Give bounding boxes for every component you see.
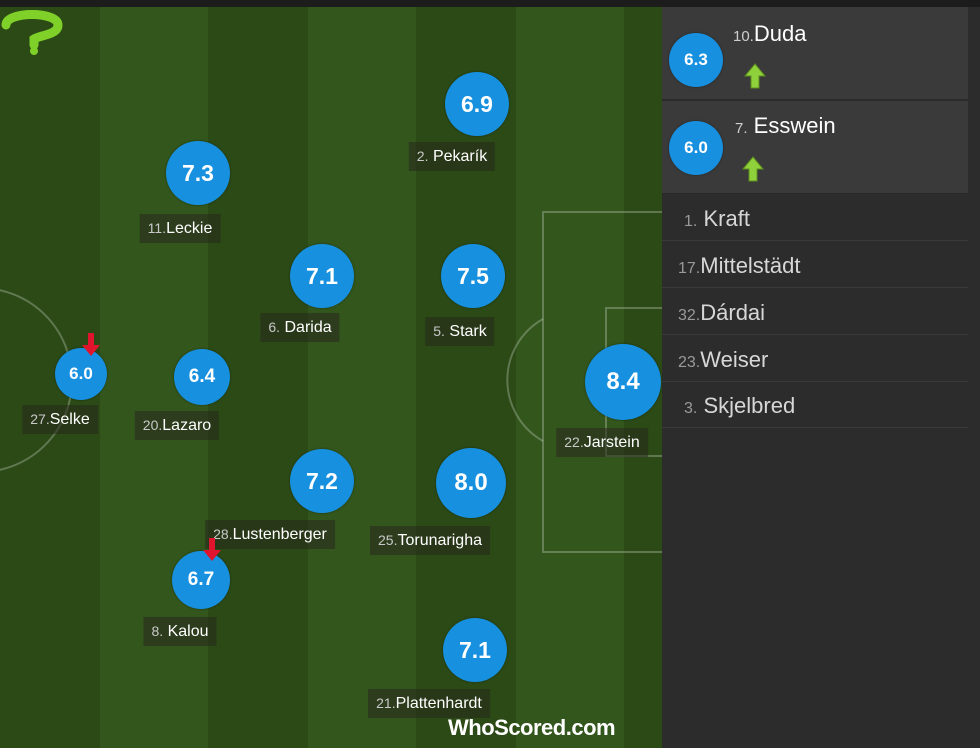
whoscored-logo-icon (1, 10, 63, 55)
player-name: Lazaro (162, 417, 212, 434)
rating-bubble: 6.7 (172, 551, 230, 609)
player-name: Dárdai (700, 300, 766, 325)
bench-player: 32.Dárdai (678, 300, 765, 326)
player-name: Plattenhardt (395, 695, 482, 712)
player-number: 25. (378, 532, 398, 548)
player-name: Kraft (703, 206, 750, 231)
rating-bubble: 6.9 (445, 72, 509, 136)
rating-bubble: 8.0 (436, 448, 506, 518)
rating-bubble: 6.0 (669, 121, 723, 175)
brand-name: WhoScored (448, 715, 566, 740)
player-number: 27. (30, 411, 50, 427)
bench-player: 23.Weiser (678, 347, 768, 373)
player-number: 11. (147, 220, 167, 236)
player-nameplate: 27.Selke (22, 405, 98, 434)
rating-bubble: 8.4 (585, 344, 661, 420)
player-name: Pekarík (432, 148, 488, 165)
player-name: Jarstein (583, 434, 640, 451)
bench-row[interactable]: 3. Skjelbred (662, 381, 968, 428)
bench-row[interactable]: 32.Dárdai (662, 288, 968, 335)
player-number: 3. (684, 400, 698, 417)
whoscored-brand: WhoScored.com (448, 715, 616, 741)
player-number: 21. (376, 695, 396, 711)
substitute-row[interactable]: 6.3 10.Duda (662, 7, 968, 100)
player-number: 1. (684, 213, 698, 230)
player-nameplate: 5. Stark (425, 317, 495, 346)
player-name: Darida (284, 319, 332, 336)
player-number: 5. (433, 323, 445, 339)
player-nameplate: 2. Pekarík (408, 142, 496, 171)
player-name: Leckie (166, 220, 213, 237)
player-number: 10. (733, 28, 754, 45)
rating-bubble: 7.5 (441, 244, 505, 308)
player-nameplate: 25.Torunarigha (370, 526, 490, 555)
player-number: 2. (416, 148, 429, 164)
substitutes-panel: 6.3 10.Duda 6.0 7. Esswein 1. Kraft 17.M… (662, 7, 980, 748)
player-number: 6. (268, 319, 281, 335)
player-number: 7. (735, 120, 748, 137)
player-name: Mittelstädt (700, 253, 801, 278)
player-name: Skjelbred (703, 393, 796, 418)
player-number: 20. (142, 417, 163, 433)
rating-bubble: 7.1 (443, 618, 507, 682)
rating-bubble: 7.2 (290, 449, 354, 513)
bench-row[interactable]: 23.Weiser (662, 335, 968, 382)
player-nameplate: 8. Kalou (143, 617, 217, 646)
player-name: Weiser (700, 347, 769, 372)
substitute-row[interactable]: 6.0 7. Esswein (662, 101, 968, 194)
player-number: 22. (564, 434, 584, 450)
player-nameplate: 28.Lustenberger (205, 520, 335, 549)
player-name: Duda (753, 21, 807, 46)
rating-bubble: 6.4 (174, 349, 230, 405)
bench-row[interactable]: 1. Kraft (662, 194, 968, 241)
player-name: Esswein (753, 113, 836, 138)
player-nameplate: 22.Jarstein (556, 428, 648, 457)
player-nameplate: 20.Lazaro (134, 411, 220, 440)
top-bar (0, 0, 980, 7)
player-number: 28. (213, 526, 233, 542)
brand-domain: .com (565, 715, 616, 740)
player-number: 8. (151, 623, 164, 639)
bench-player: 1. Kraft (678, 206, 750, 232)
sub-on-arrow-icon (742, 156, 764, 182)
player-name: Lustenberger (232, 526, 327, 543)
player-name: Kalou (167, 623, 209, 640)
rating-bubble: 7.1 (290, 244, 354, 308)
rating-bubble: 7.3 (166, 141, 230, 205)
player-number: 23. (678, 354, 701, 371)
player-number: 32. (678, 307, 701, 324)
player-name: Torunarigha (397, 532, 482, 549)
substitute-name: 7. Esswein (735, 113, 836, 139)
bench-player: 17.Mittelstädt (678, 253, 801, 279)
player-nameplate: 11.Leckie (139, 214, 221, 243)
player-name: Stark (449, 323, 487, 340)
rating-bubble: 6.0 (55, 348, 107, 400)
player-name: Selke (49, 411, 90, 428)
player-nameplate: 21.Plattenhardt (368, 689, 490, 718)
bench-player: 3. Skjelbred (678, 393, 795, 419)
player-nameplate: 6. Darida (260, 313, 340, 342)
sub-on-arrow-icon (744, 63, 766, 89)
substitute-name: 10.Duda (733, 21, 806, 47)
pitch: 6.9 2. Pekarík 7.3 11.Leckie 7.1 6. Dari… (0, 7, 662, 748)
bench-row[interactable]: 17.Mittelstädt (662, 241, 968, 288)
player-number: 17. (678, 260, 701, 277)
rating-bubble: 6.3 (669, 33, 723, 87)
